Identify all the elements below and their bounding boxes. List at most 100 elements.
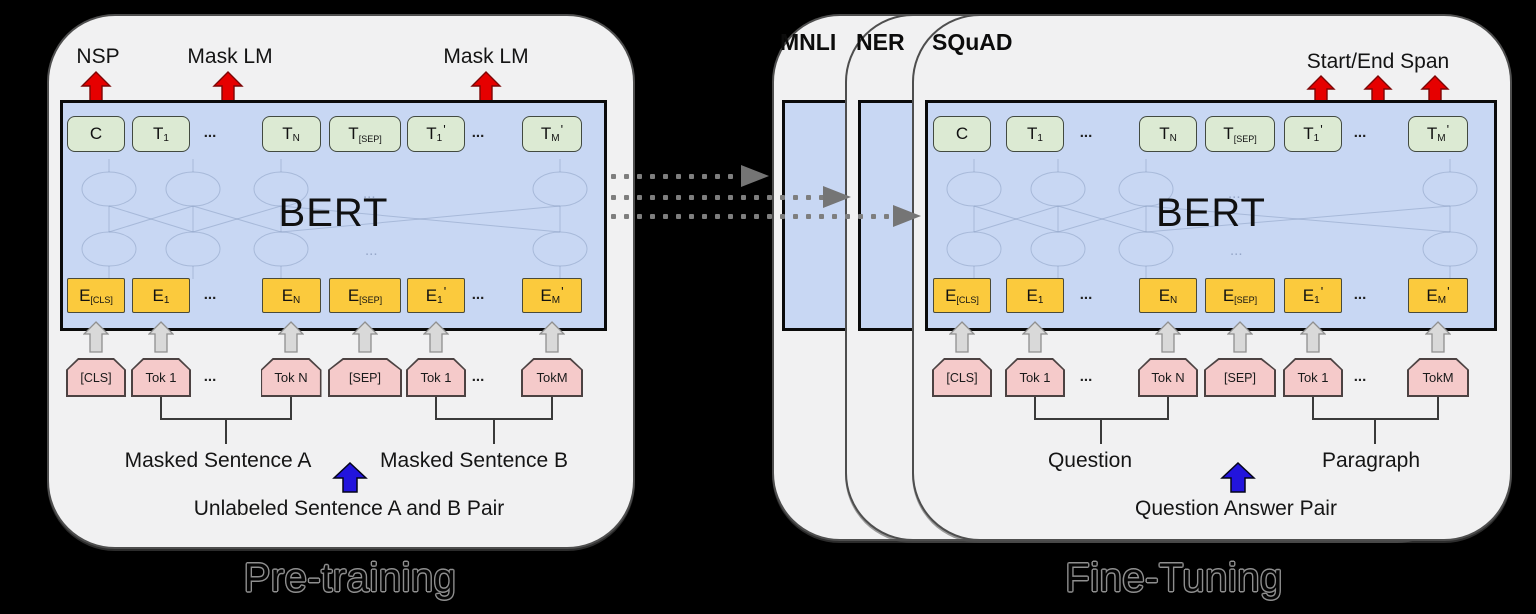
input-token-label: [CLS] [933,359,991,396]
input-token-label: TokM [1408,359,1468,396]
bracket-line [551,397,553,420]
input-token-label: TokM [522,359,582,396]
pretraining-title: Pre-training [243,556,457,600]
dotted-arrow-dot [650,174,655,179]
neural-network-decoration: ...... [81,159,588,279]
dotted-arrow-dot [624,195,629,200]
ellipsis: ... [1353,124,1367,141]
bracket-line [1034,397,1036,420]
dotted-arrow-dot [702,214,707,219]
card-label-squad: SQuAD [932,29,1013,55]
dotted-arrow-dot [676,214,681,219]
bracket-line [1374,418,1376,444]
dotted-arrow-dot [780,214,785,219]
input-token-label: Tok N [262,359,320,396]
dotted-arrow-dot [741,214,746,219]
input-token: [CLS] [932,358,992,397]
input-token: TokM [521,358,583,397]
bracket-line [1100,418,1102,444]
ellipsis: ... [1353,367,1367,385]
gray-up-arrow-icon [277,321,305,358]
ellipsis: ... [1353,285,1367,303]
question-label: Question [1047,449,1133,472]
bracket-line [435,397,437,420]
dotted-arrow-dot [637,195,642,200]
input-token: Tok 1 [1005,358,1065,397]
dotted-arrow-dot [806,214,811,219]
gray-up-arrow-icon [147,321,175,358]
dotted-arrow-dot [611,214,616,219]
output-token: T[SEP] [1205,116,1275,152]
blue-up-arrow-icon [332,461,368,498]
dotted-arrow-dot [637,214,642,219]
dotted-arrow-dot [793,214,798,219]
bracket-line [160,397,162,420]
dotted-arrow-dot [741,195,746,200]
gray-up-arrow-icon [948,321,976,358]
dotted-arrow-dot [767,214,772,219]
dotted-arrow-dot [624,174,629,179]
paragraph-label: Paragraph [1321,449,1421,472]
embedding-token: E[CLS] [67,278,125,313]
dotted-arrow-dot [858,214,863,219]
embedding-token: E[SEP] [329,278,401,313]
dotted-arrow-dot [728,195,733,200]
dotted-arrow-dot [871,214,876,219]
input-token-label: [CLS] [67,359,125,396]
dotted-arrow-dot [728,174,733,179]
dotted-arrow-dot [715,174,720,179]
output-token: C [67,116,125,152]
sentence-a-label: Masked Sentence A [124,449,312,472]
dotted-arrow-dot [637,174,642,179]
ellipsis: ... [203,285,217,303]
bert-title: BERT [278,191,389,235]
input-token-label: Tok 1 [1006,359,1064,396]
mask-lm-label-1: Mask LM [187,45,273,68]
gray-up-arrow-icon [351,321,379,358]
input-pair-label: Unlabeled Sentence A and B Pair [193,497,505,520]
ellipsis: ... [1079,124,1093,141]
dotted-arrow-dot [611,195,616,200]
gray-up-arrow-icon [1154,321,1182,358]
input-token: Tok 1 [131,358,191,397]
dotted-arrow-dot [702,195,707,200]
transfer-arrow-head-icon [740,164,770,193]
transfer-arrow-head-icon [892,204,922,233]
input-token-label: Tok 1 [132,359,190,396]
input-token-label: [SEP] [1205,359,1275,396]
sentence-b-label: Masked Sentence B [380,449,568,472]
transfer-arrow-head-icon [822,185,852,214]
dotted-arrow-dot [663,214,668,219]
ellipsis: ... [1079,285,1093,303]
dotted-arrow-dot [884,214,889,219]
dotted-arrow-dot [663,195,668,200]
bracket-line [1167,397,1169,420]
embedding-token: E[CLS] [933,278,991,313]
gray-up-arrow-icon [1021,321,1049,358]
bracket-line [225,418,227,444]
dotted-arrow-dot [676,174,681,179]
bracket-line [1312,397,1314,420]
dotted-arrow-dot [611,174,616,179]
bracket-line [290,397,292,420]
gray-up-arrow-icon [1424,321,1452,358]
input-token: [SEP] [328,358,402,397]
input-token: [SEP] [1204,358,1276,397]
dotted-arrow-dot [663,174,668,179]
svg-text:...: ... [1230,242,1243,259]
dotted-arrow-dot [624,214,629,219]
gray-up-arrow-icon [1299,321,1327,358]
blue-up-arrow-icon [1220,461,1256,498]
input-token-label: Tok N [1139,359,1197,396]
dotted-arrow-dot [806,195,811,200]
ellipsis: ... [471,285,485,303]
